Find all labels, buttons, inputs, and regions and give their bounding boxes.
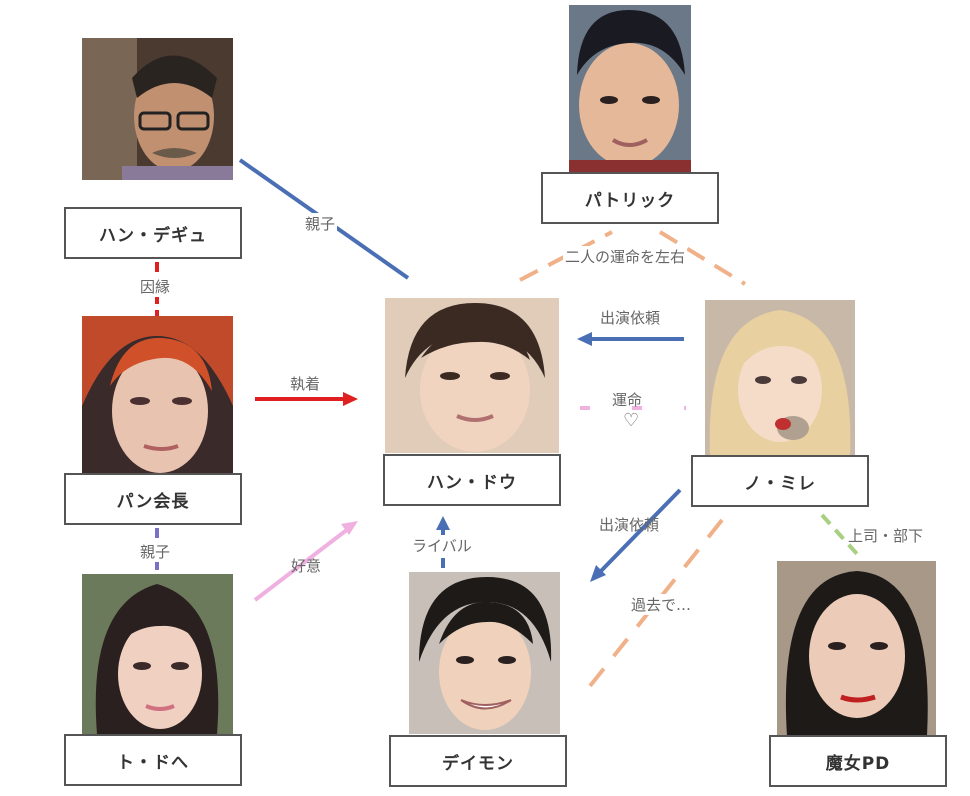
label-appearance-request-dou: 出演依頼 bbox=[600, 309, 661, 327]
label-appearance-request-daemon: 出演依頼 bbox=[599, 516, 660, 534]
han-dou-portrait bbox=[385, 298, 559, 453]
witch-pd-name: 魔女PD bbox=[825, 753, 891, 774]
daemon-name: デイモン bbox=[442, 753, 514, 774]
arrow-daemon-dou-head bbox=[436, 516, 450, 530]
label-boss-subordinate: 上司・部下 bbox=[848, 527, 924, 545]
pan-chairman-name-box: パン会長 bbox=[64, 473, 242, 525]
arrow-mire-dou-head bbox=[577, 332, 592, 346]
label-controls-fate: 二人の運命を左右 bbox=[563, 246, 688, 267]
han-dou-name-box: ハン・ドウ bbox=[383, 454, 561, 506]
pan-chairman-name: パン会長 bbox=[116, 491, 190, 512]
daemon-portrait bbox=[409, 572, 560, 734]
arrow-mire-daemon-head bbox=[590, 565, 606, 582]
patrick-name-box: パトリック bbox=[541, 172, 719, 224]
arrow-pan-dou-head bbox=[343, 392, 358, 406]
to-dohe-name: ト・ドへ bbox=[117, 752, 189, 773]
han-degyu-portrait bbox=[82, 38, 233, 180]
daemon-name-box: デイモン bbox=[389, 735, 567, 787]
label-destiny: 運命 bbox=[612, 391, 643, 409]
no-mire-name: ノ・ミレ bbox=[744, 473, 816, 494]
han-degyu-name: ハン・デギュ bbox=[99, 225, 207, 246]
label-in-the-past: 過去で… bbox=[629, 594, 694, 615]
witch-pd-name-box: 魔女PD bbox=[769, 735, 947, 787]
arrow-dohe-dou-head bbox=[341, 521, 358, 535]
witch-pd-portrait bbox=[777, 561, 936, 736]
line-patrick-right bbox=[658, 230, 747, 286]
to-dohe-portrait bbox=[82, 574, 233, 734]
han-dou-name: ハン・ドウ bbox=[427, 472, 517, 493]
label-fate-connection: 因縁 bbox=[138, 276, 173, 297]
to-dohe-name-box: ト・ドへ bbox=[64, 734, 242, 786]
pan-chairman-portrait bbox=[82, 316, 233, 473]
arrow-mire-daemon-line bbox=[598, 488, 682, 574]
arrow-dohe-dou-line bbox=[253, 527, 350, 602]
patrick-portrait bbox=[569, 5, 691, 172]
patrick-name: パトリック bbox=[584, 190, 676, 211]
heart-icon: ♡ bbox=[623, 410, 640, 431]
label-parent-child-degyu-dou: 親子 bbox=[303, 213, 338, 234]
label-parent-child-pan-dohe: 親子 bbox=[138, 541, 173, 562]
label-affection: 好意 bbox=[291, 557, 322, 575]
han-degyu-name-box: ハン・デギュ bbox=[64, 207, 242, 259]
label-obsession: 執着 bbox=[290, 375, 321, 393]
label-rival: ライバル bbox=[410, 535, 474, 556]
no-mire-portrait bbox=[705, 300, 855, 455]
line-mire-witch bbox=[820, 513, 860, 557]
no-mire-name-box: ノ・ミレ bbox=[691, 455, 869, 507]
